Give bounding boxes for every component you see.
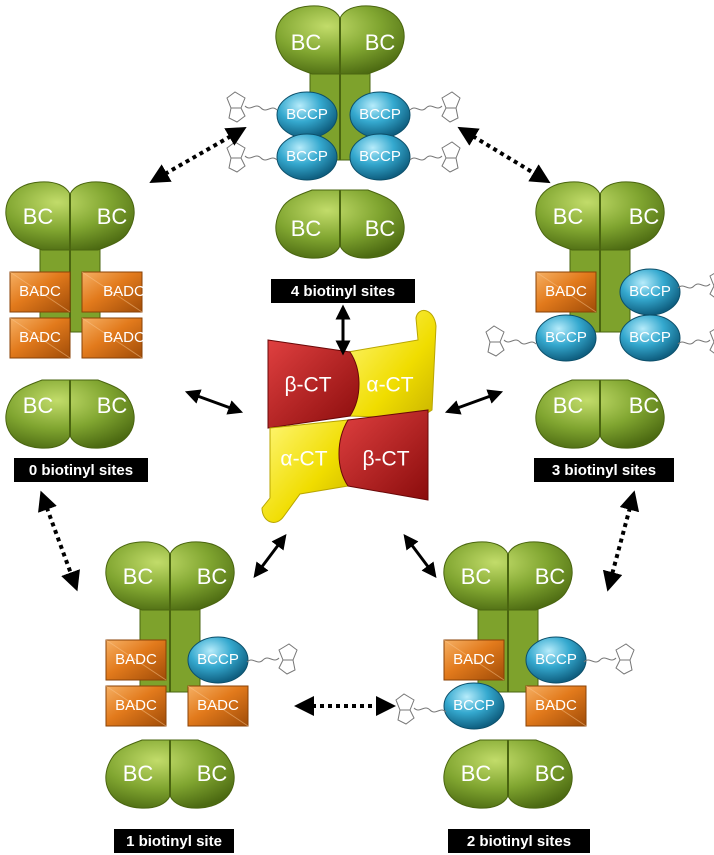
carboxyltransferase-complex: β-CT α-CT α-CT β-CT [261, 310, 437, 523]
arrow-bottomright-center [403, 534, 437, 578]
complex-four-biotinyl: BC BC BC BC BCCP BCCP BCCP BCCP 4 biotin… [226, 4, 461, 303]
bc-label: BC [97, 204, 128, 229]
bc-label: BC [629, 204, 660, 229]
badc-label: BADC [19, 283, 61, 300]
bc-label: BC [553, 393, 584, 418]
biotin-icon [677, 269, 714, 301]
bccp-label: BCCP [286, 106, 328, 123]
caption-box [534, 458, 674, 482]
caption-box [271, 279, 415, 303]
caption-four-biotinyl: 4 biotinyl sites [291, 283, 395, 300]
alpha-ct-label: α-CT [366, 374, 413, 397]
badc-label: BADC [103, 329, 145, 346]
bccp-label: BCCP [535, 651, 577, 668]
bc-label: BC [291, 30, 322, 55]
complex-two-biotinyl: BC BC BC BC BADC BCCP BCCP BADC 2 biotin… [395, 540, 635, 853]
bc-label: BC [123, 761, 154, 786]
biotin-icon [677, 325, 714, 357]
badc-label: BADC [115, 651, 157, 668]
biotin-icon [485, 325, 537, 357]
arrows [38, 126, 640, 716]
bccp-label: BCCP [545, 329, 587, 346]
biotin-icon [246, 643, 298, 675]
caption-box [114, 829, 234, 853]
caption-zero-biotinyl: 0 biotinyl sites [29, 462, 133, 479]
caption-box [14, 458, 148, 482]
bccp-label: BCCP [359, 148, 401, 165]
complex-three-biotinyl: BC BC BC BC BADC BCCP BCCP BCCP 3 biotin… [485, 180, 714, 482]
bccp-label: BCCP [359, 106, 401, 123]
beta-ct-label: β-CT [362, 448, 409, 471]
bc-label: BC [461, 761, 492, 786]
bc-label: BC [291, 216, 322, 241]
bc-label: BC [23, 393, 54, 418]
bc-label: BC [535, 761, 566, 786]
bc-label: BC [197, 564, 228, 589]
bccp-label: BCCP [629, 283, 671, 300]
biotin-icon [395, 693, 447, 725]
complex-one-biotinyl: BC BC BC BC BADC BCCP BADC BADC 1 biotin… [104, 540, 298, 853]
bccp-label: BCCP [197, 651, 239, 668]
badc-label: BADC [535, 697, 577, 714]
arrow-three-two [602, 490, 640, 592]
bccp-label: BCCP [453, 697, 495, 714]
bc-label: BC [365, 216, 396, 241]
bc-label: BC [197, 761, 228, 786]
alpha-ct-top [347, 310, 437, 419]
bc-label: BC [123, 564, 154, 589]
badc-label: BADC [545, 283, 587, 300]
beta-ct-bottom [338, 409, 429, 501]
bc-label: BC [461, 564, 492, 589]
biotin-icon [583, 643, 635, 675]
bc-label: BC [553, 204, 584, 229]
arrow-zero-four [149, 127, 247, 183]
badc-label: BADC [103, 283, 145, 300]
caption-three-biotinyl: 3 biotinyl sites [552, 462, 656, 479]
arrow-zero-one [38, 490, 80, 592]
biotin-icon [226, 141, 278, 173]
bc-label: BC [97, 393, 128, 418]
complex-zero-biotinyl: BC BC BC BC BADC BADC BADC BADC 0 biotin… [4, 180, 148, 482]
biotin-icon [409, 141, 461, 173]
caption-box [448, 829, 590, 853]
alpha-ct-bottom [261, 419, 349, 523]
caption-two-biotinyl: 2 biotinyl sites [467, 833, 571, 850]
badc-label: BADC [197, 697, 239, 714]
arrow-four-three [457, 126, 551, 184]
beta-ct-top [267, 339, 360, 429]
badc-label: BADC [19, 329, 61, 346]
bc-label: BC [23, 204, 54, 229]
alpha-ct-label: α-CT [280, 448, 327, 471]
bc-label: BC [535, 564, 566, 589]
beta-ct-label: β-CT [284, 374, 331, 397]
badc-label: BADC [453, 651, 495, 668]
caption-one-biotinyl: 1 biotinyl site [126, 833, 222, 850]
bc-label: BC [365, 30, 396, 55]
biotin-icon [409, 91, 461, 123]
bc-label: BC [629, 393, 660, 418]
bccp-label: BCCP [286, 148, 328, 165]
bccp-label: BCCP [629, 329, 671, 346]
arrow-bottomleft-center [253, 534, 287, 578]
badc-label: BADC [115, 697, 157, 714]
biotin-icon [226, 91, 278, 123]
arrow-left-center [184, 389, 244, 415]
arrow-right-center [444, 389, 504, 415]
